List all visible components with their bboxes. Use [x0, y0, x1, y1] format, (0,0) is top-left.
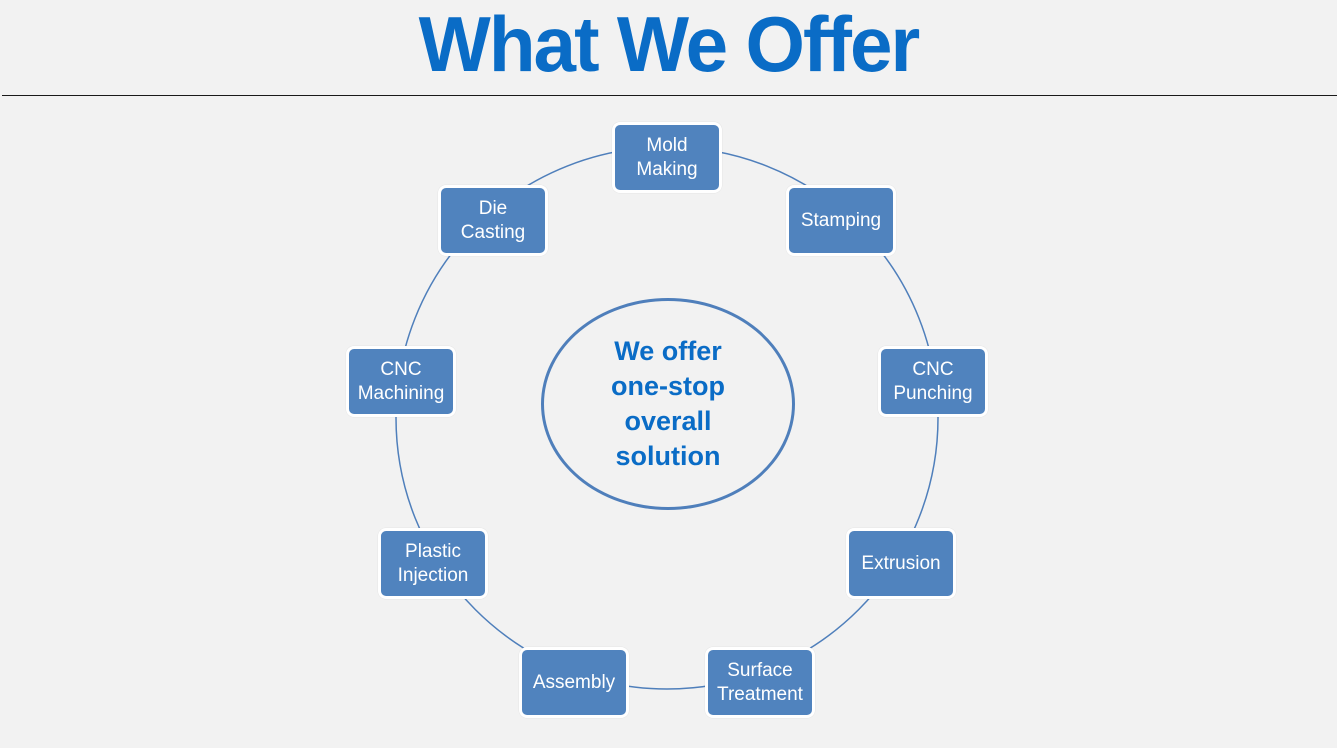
node-die-casting: Die Casting [438, 185, 548, 256]
node-label: Plastic Injection [397, 540, 469, 586]
node-label: CNC Punching [893, 358, 973, 404]
node-cnc-punching: CNC Punching [878, 346, 988, 417]
node-extrusion: Extrusion [846, 528, 956, 599]
node-label: Extrusion [861, 552, 941, 574]
node-cnc-machining: CNC Machining [346, 346, 456, 417]
title-divider [2, 95, 1337, 96]
center-oval: We offer one-stop overall solution [541, 298, 795, 510]
node-mold-making: Mold Making [612, 122, 722, 193]
node-label: Stamping [800, 209, 882, 231]
node-stamping: Stamping [786, 185, 896, 256]
node-assembly: Assembly [519, 647, 629, 718]
page-title: What We Offer [418, 0, 921, 88]
node-plastic-injection: Plastic Injection [378, 528, 488, 599]
node-label: Assembly [532, 671, 616, 693]
node-label: CNC Machining [357, 358, 445, 404]
node-label: Die Casting [460, 197, 526, 243]
node-surface-treatment: Surface Treatment [705, 647, 815, 718]
title-area: What We Offer What We Offer [0, 0, 1337, 96]
center-text: We offer one-stop overall solution [611, 336, 725, 471]
node-label: Mold Making [636, 134, 698, 180]
node-label: Surface Treatment [717, 659, 803, 705]
